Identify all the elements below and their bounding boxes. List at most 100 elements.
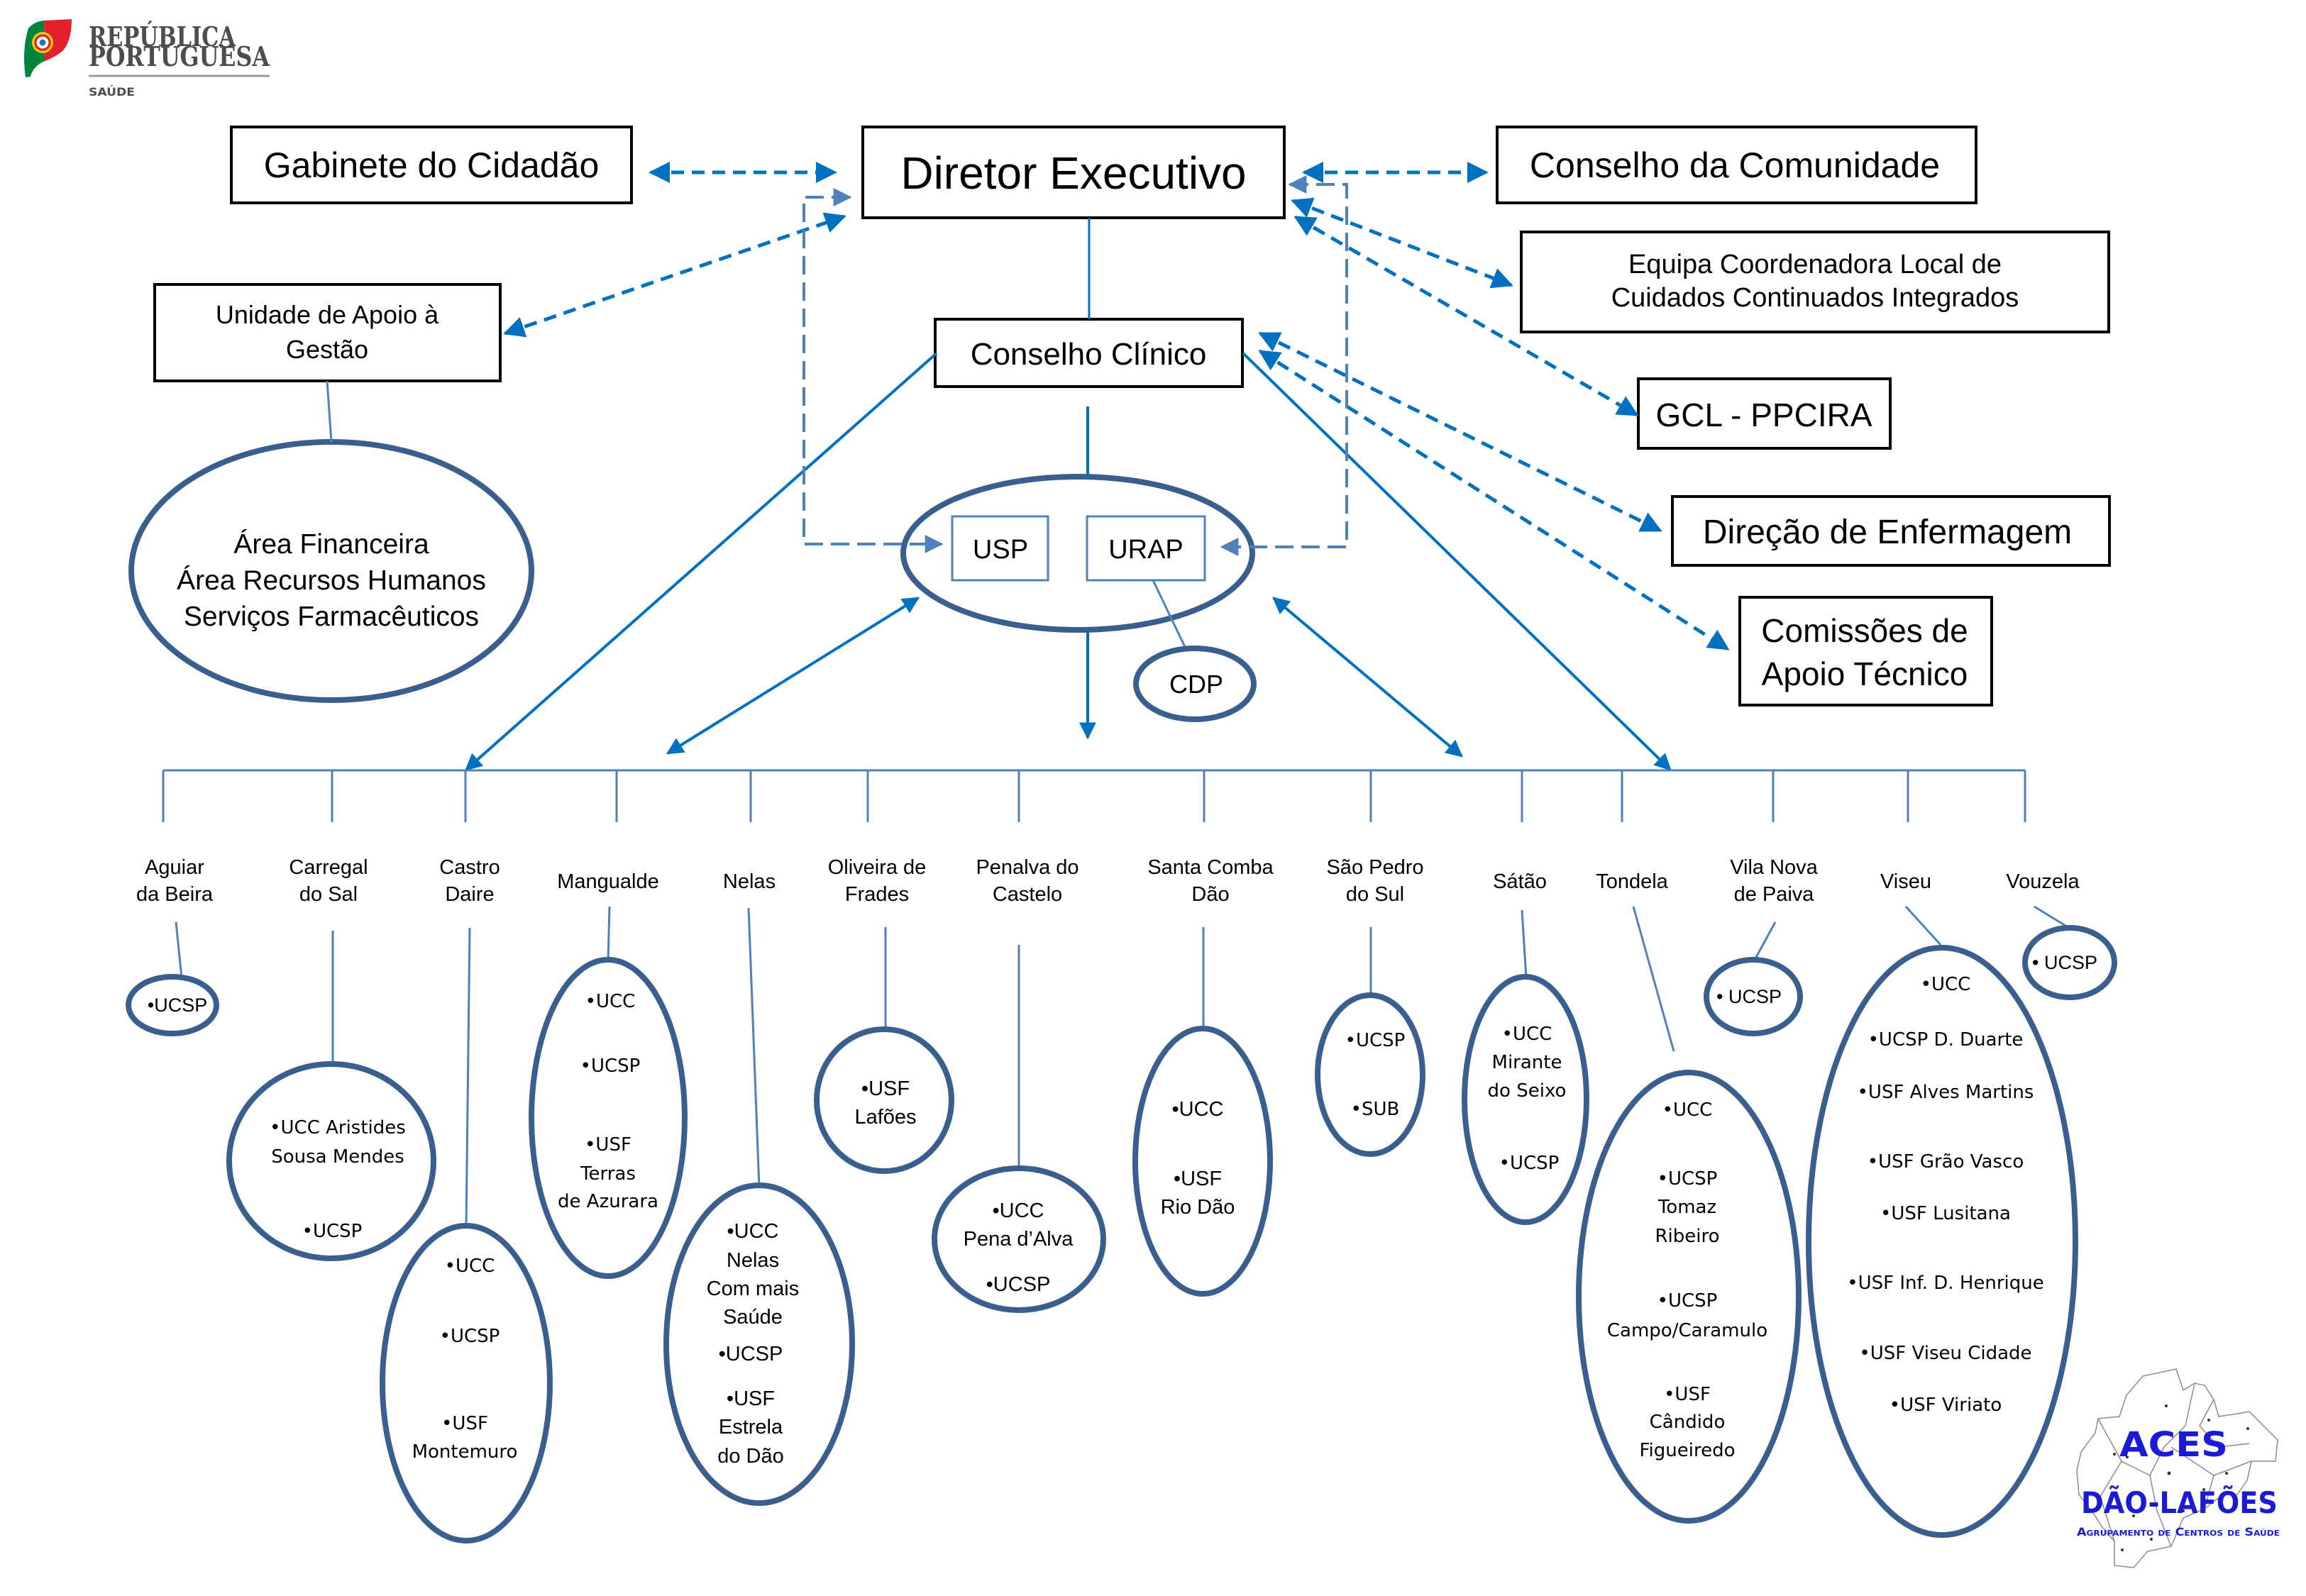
- unit-item: •UCC: [445, 1256, 495, 1277]
- area-financeira: Área Financeira: [233, 529, 429, 560]
- unit-item: •UCC Aristides: [270, 1117, 406, 1138]
- uag-areas-ellipse: Área Financeira Área Recursos Humanos Se…: [128, 439, 534, 703]
- unit-connector: [175, 921, 183, 978]
- unit-item: •UCSP: [1345, 1030, 1406, 1051]
- logo-line-2: PORTUGUESA: [89, 40, 270, 72]
- municipality-name: Dão: [1191, 883, 1229, 906]
- unit-item: •UCSP: [440, 1326, 500, 1347]
- municipality-name: Penalva do: [976, 856, 1078, 879]
- unit-item: •USF Inf. D. Henrique: [1847, 1273, 2044, 1294]
- unit-item: • UCSP: [2032, 952, 2097, 973]
- unit-item: Rio Dão: [1161, 1196, 1235, 1219]
- municipality-name: Castro: [439, 856, 500, 879]
- unit-item: •USF Viriato: [1890, 1395, 2002, 1416]
- municipality-bar: [162, 769, 2026, 822]
- conselho-comunidade-box: Conselho da Comunidade: [1496, 126, 1977, 204]
- unit-item: do Seixo: [1488, 1080, 1567, 1102]
- cdp-ellipse: CDP: [1133, 645, 1257, 722]
- municipality-name: Mangualde: [557, 870, 659, 893]
- diretor-executivo-box: Diretor Executivo: [861, 126, 1286, 219]
- unit-item: •UCC: [585, 991, 636, 1012]
- municipality-name: do Sul: [1346, 883, 1404, 906]
- municipality-castro-daire: Castro Daire •UCC •UCSP •USF Montemuro: [380, 856, 553, 1544]
- unit-connector: [747, 907, 761, 1188]
- unit-item: Montemuro: [412, 1441, 518, 1463]
- units-ellipse: [1132, 1026, 1273, 1297]
- urap-cdp-connector: [1152, 580, 1187, 649]
- uag-label-line-2: Gestão: [286, 335, 368, 364]
- unit-connector: [1632, 906, 1675, 1052]
- unit-connector: [1521, 909, 1528, 979]
- units-ellipse: [1462, 974, 1589, 1225]
- municipality-sao-pedro-do-sul: São Pedro do Sul •UCSP •SUB: [1315, 856, 1425, 1157]
- municipality-name: Viseu: [1880, 870, 1931, 893]
- unit-connector: [1753, 921, 1777, 962]
- unit-item: •UCC: [1172, 1098, 1224, 1121]
- unit-item: Terras: [580, 1163, 636, 1185]
- comunidade-label: Conselho da Comunidade: [1530, 145, 1940, 185]
- unit-connector: [2034, 905, 2070, 929]
- conselho-clinico-box: Conselho Clínico: [934, 318, 1244, 388]
- logo-subtitle: SAÚDE: [89, 85, 135, 99]
- municipality-mangualde: Mangualde •UCC •UCSP •USF Terras de Azur…: [529, 870, 688, 1279]
- unit-item: •USF: [1174, 1168, 1222, 1190]
- units-ellipse: [932, 1165, 1106, 1313]
- aces-subtitle: Agrupamento de Centros de Saúde: [2077, 1525, 2280, 1539]
- republica-portuguesa-logo: REPÚBLICA PORTUGUESA SAÚDE: [24, 19, 270, 99]
- conselho-right-arrow: [1242, 352, 1672, 771]
- municipality-aguiar-da-beira: Aguiar da Beira •UCSP: [126, 856, 219, 1036]
- servicos-farmaceuticos: Serviços Farmacêuticos: [184, 602, 479, 632]
- area-recursos-humanos: Área Recursos Humanos: [177, 565, 486, 596]
- unit-connector: [607, 906, 611, 962]
- municipality-name: Frades: [845, 883, 909, 906]
- usp-label: USP: [973, 535, 1028, 565]
- unit-item: •UCSP: [986, 1273, 1051, 1296]
- unit-item: •USF: [727, 1387, 775, 1410]
- unit-item: Tomaz: [1657, 1197, 1716, 1218]
- units-ellipse: [1576, 1070, 1802, 1524]
- unit-item: •UCSP: [148, 994, 207, 1016]
- equipa-label-line-2: Cuidados Continuados Integrados: [1611, 283, 2019, 313]
- municipality-santa-comba-dao: Santa Comba Dão •UCC •USF Rio Dão: [1132, 856, 1274, 1297]
- unit-item: Saúde: [723, 1306, 783, 1329]
- unit-item: Estrela: [719, 1416, 783, 1439]
- director-gcl-arrow: [1293, 215, 1639, 417]
- unit-item: •UCC: [1921, 974, 1971, 995]
- unit-item: •UCC: [727, 1220, 779, 1243]
- portugal-flag-icon: [24, 19, 72, 77]
- municipality-name: Sátão: [1493, 870, 1547, 893]
- units-ellipse: [529, 957, 688, 1279]
- equipa-coordenadora-box: Equipa Coordenadora Local de Cuidados Co…: [1520, 231, 2110, 333]
- unit-item: • UCSP: [1716, 986, 1782, 1007]
- municipality-name: Aguiar: [145, 856, 204, 879]
- units-ellipse: [380, 1223, 553, 1544]
- unidade-apoio-gestao-box: Unidade de Apoio à Gestão: [153, 283, 502, 382]
- unit-item: •UCSP D. Duarte: [1868, 1029, 2024, 1051]
- unit-item: •USF: [441, 1413, 488, 1434]
- units-ellipse: [1704, 957, 1803, 1036]
- unit-item: Mirante: [1492, 1052, 1562, 1073]
- municipality-satao: Sátão •UCC Mirante do Seixo •UCSP: [1462, 870, 1589, 1225]
- municipality-oliveira-de-frades: Oliveira de Frades •USF Lafões: [814, 856, 954, 1174]
- municipality-tondela: Tondela •UCC •UCSP Tomaz Ribeiro •UCSP C…: [1576, 870, 1802, 1524]
- units-ellipse: [226, 1061, 436, 1261]
- unit-item: •UCSP: [302, 1221, 363, 1242]
- gabinete-label: Gabinete do Cidadão: [264, 145, 600, 185]
- direcao-enfermagem-box: Direção de Enfermagem: [1671, 495, 2111, 567]
- municipality-name: de Paiva: [1734, 883, 1815, 906]
- unit-item: •UCSP: [1657, 1290, 1718, 1312]
- unit-item: do Dão: [717, 1445, 784, 1468]
- unit-item: Com mais: [707, 1278, 800, 1300]
- conselho-clinico-label: Conselho Clínico: [971, 337, 1207, 372]
- municipality-name: Daire: [445, 883, 494, 906]
- unit-item: de Azurara: [558, 1191, 658, 1212]
- usp-urap-ellipse: USP URAP: [900, 474, 1255, 633]
- usp-box: USP: [951, 515, 1049, 582]
- municipality-name: Santa Comba: [1147, 856, 1274, 879]
- units-ellipse: [1315, 992, 1425, 1157]
- comissoes-label-line-1: Comissões de: [1761, 612, 1968, 649]
- unit-item: Nelas: [727, 1249, 779, 1272]
- enfermagem-label: Direção de Enfermagem: [1703, 514, 2072, 551]
- gcl-label: GCL - PPCIRA: [1655, 397, 1872, 433]
